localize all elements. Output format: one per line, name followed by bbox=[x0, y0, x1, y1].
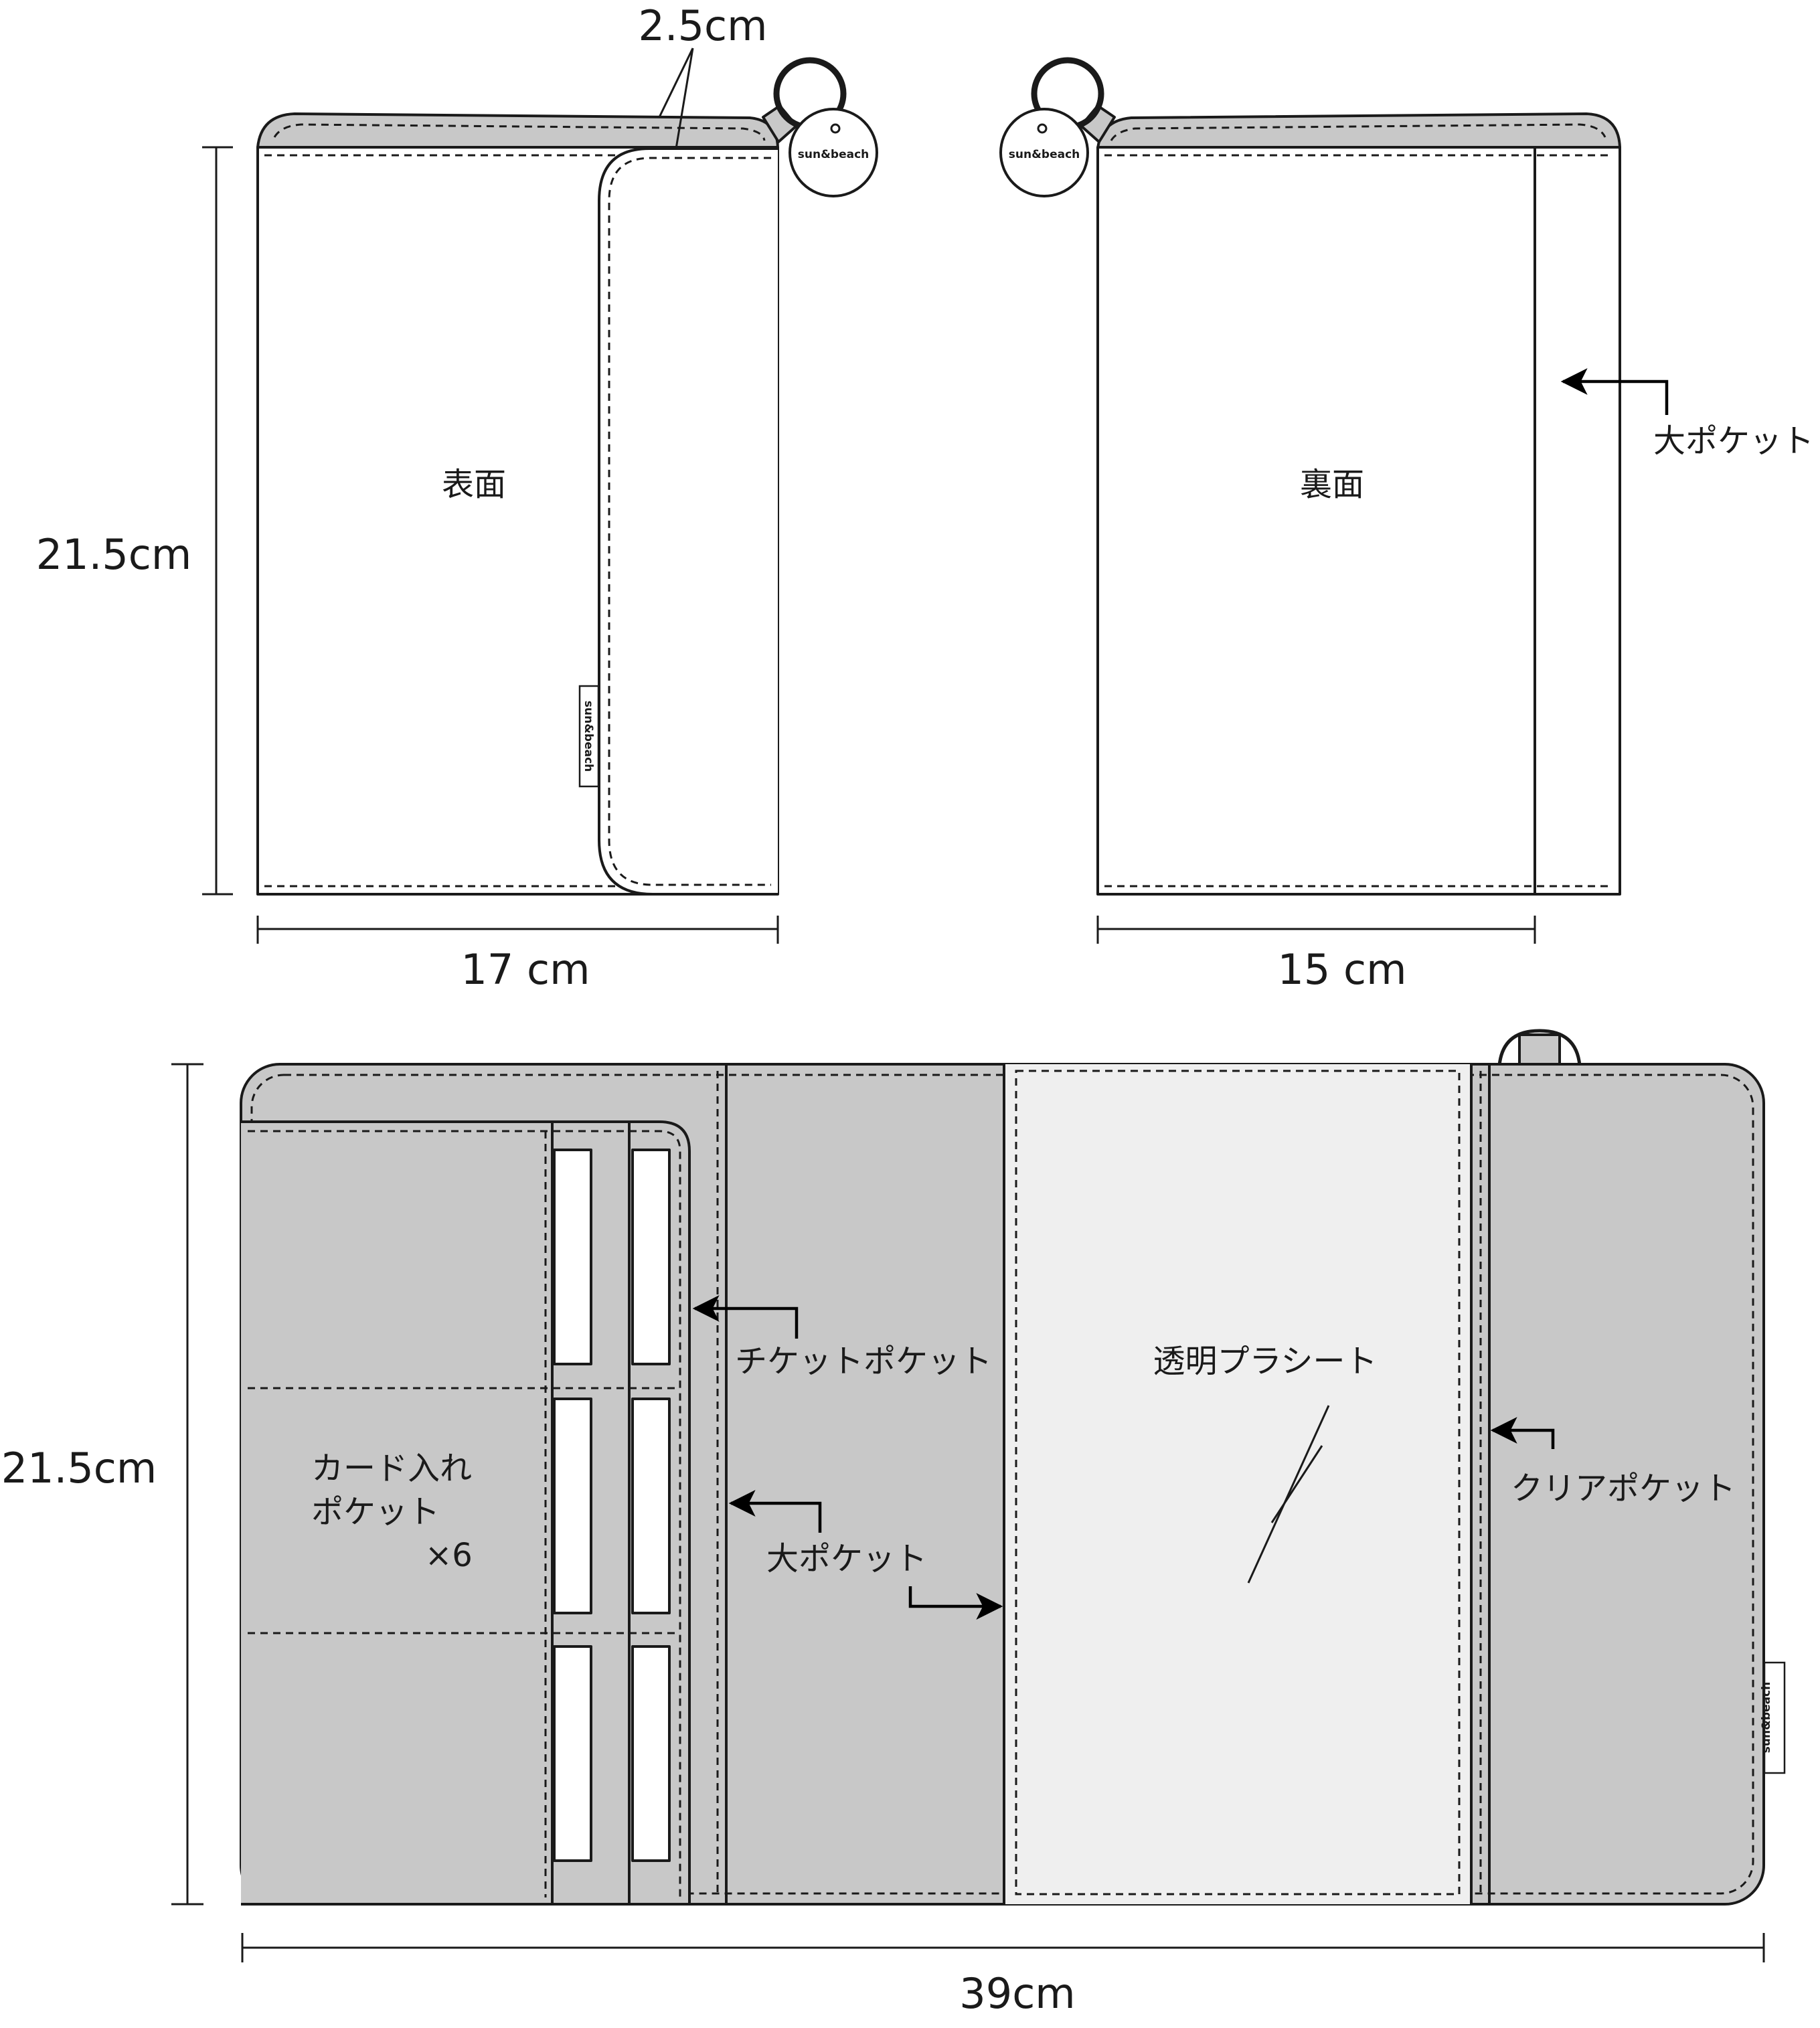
clear-sheet-glare-2 bbox=[1270, 1445, 1323, 1523]
open-ring-arc bbox=[1497, 1029, 1582, 1066]
gusset-leader-1 bbox=[658, 48, 694, 118]
inner-large-pocket-arrow-top bbox=[728, 1490, 822, 1533]
inner-large-pocket-label: 大ポケット bbox=[766, 1540, 927, 1578]
gusset-dimension-label: 2.5cm bbox=[638, 1, 767, 50]
open-outer-stitch bbox=[250, 1074, 1754, 1895]
open-brand-tag bbox=[1763, 1661, 1786, 1774]
open-loop-tab bbox=[1518, 1033, 1561, 1066]
front-label: 表面 bbox=[442, 466, 506, 503]
front-hang-tag-text: sun&beach bbox=[798, 148, 870, 161]
clear-pocket-label: クリアポケット bbox=[1511, 1470, 1736, 1507]
front-ring-tag: sun&beach bbox=[762, 57, 878, 197]
open-brand-tag-text: sun&beach bbox=[1760, 1682, 1773, 1754]
clear-sheet-stitch bbox=[1015, 1070, 1461, 1895]
back-width-label: 15 cm bbox=[1277, 945, 1406, 994]
front-view: sun&beach sun&beach 2.5cm 21.5cm 17 cm 表… bbox=[36, 1, 878, 994]
back-gusset-stitch bbox=[1110, 123, 1606, 141]
open-width-dimension: 39cm bbox=[241, 1933, 1765, 2018]
card-panel bbox=[241, 1120, 691, 1906]
front-flap bbox=[598, 147, 778, 896]
back-hang-tag-text: sun&beach bbox=[1009, 148, 1080, 161]
clear-sheet-area bbox=[1004, 1064, 1473, 1904]
open-width-label: 39cm bbox=[959, 1969, 1075, 2018]
gusset-leader-2 bbox=[675, 48, 694, 149]
back-body bbox=[1096, 146, 1621, 896]
front-brand-tag bbox=[578, 685, 600, 788]
front-flap-stitch bbox=[608, 157, 771, 886]
back-ring-tag: sun&beach bbox=[999, 57, 1116, 197]
back-top-gusset bbox=[1096, 112, 1621, 150]
front-height-dimension: 21.5cm bbox=[36, 146, 233, 896]
clear-pocket-arrow bbox=[1490, 1417, 1555, 1449]
back-label: 裏面 bbox=[1300, 466, 1364, 503]
card-slots bbox=[553, 1149, 671, 1862]
front-height-label: 21.5cm bbox=[36, 530, 192, 579]
back-pocket-arrow bbox=[1560, 368, 1669, 415]
clear-sheet-label: 透明プラシート bbox=[1153, 1343, 1377, 1380]
ticket-pocket-label: チケットポケット bbox=[735, 1343, 992, 1380]
back-view: sun&beach 大ポケット 15 cm 裏面 bbox=[999, 57, 1814, 994]
back-pocket-label: 大ポケット bbox=[1653, 422, 1814, 460]
open-height-dimension: 21.5cm bbox=[1, 1063, 203, 1906]
inner-large-pocket-arrow-bottom bbox=[908, 1586, 1003, 1620]
front-brand-tag-text: sun&beach bbox=[582, 701, 595, 772]
back-width-dimension: 15 cm bbox=[1096, 916, 1536, 994]
ticket-pocket-arrow bbox=[692, 1295, 799, 1339]
clear-sheet-glare-1 bbox=[1247, 1405, 1330, 1584]
front-top-gusset bbox=[256, 112, 779, 150]
open-view: sun&beach チケットポケット 大ポケット 透明プラシート クリアポケット… bbox=[1, 1029, 1786, 2018]
card-pocket-label-line2: ポケット bbox=[311, 1493, 440, 1531]
card-pocket-label-line1: カード入れ bbox=[311, 1450, 472, 1487]
open-height-label: 21.5cm bbox=[1, 1444, 157, 1493]
front-width-label: 17 cm bbox=[461, 945, 590, 994]
front-width-dimension: 17 cm bbox=[256, 916, 779, 994]
card-pocket-count: ×6 bbox=[425, 1537, 473, 1574]
